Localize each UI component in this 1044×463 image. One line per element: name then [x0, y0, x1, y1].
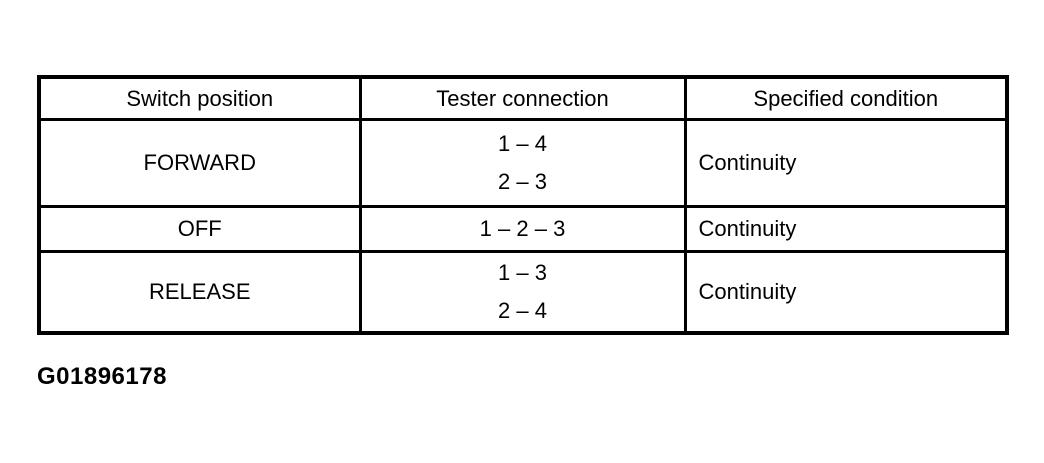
cell-tester-connection: 1 – 4 2 – 3	[358, 118, 687, 208]
header-tester-connection: Tester connection	[358, 75, 687, 121]
table-row-forward: FORWARD 1 – 4 2 – 3 Continuity	[37, 118, 1009, 208]
figure-id-label: G01896178	[37, 363, 167, 390]
cell-specified-condition: Continuity	[683, 118, 1009, 208]
cell-switch-position: RELEASE	[37, 250, 362, 335]
cell-switch-position: OFF	[37, 205, 362, 253]
cell-tester-connection: 1 – 3 2 – 4	[358, 250, 687, 335]
header-specified-condition: Specified condition	[683, 75, 1009, 121]
cell-specified-condition: Continuity	[683, 250, 1009, 335]
connection-line: 1 – 4	[498, 131, 547, 156]
switch-continuity-table: Switch position Tester connection Specif…	[37, 75, 1009, 335]
table-row-release: RELEASE 1 – 3 2 – 4 Continuity	[37, 250, 1009, 335]
header-switch-position: Switch position	[37, 75, 362, 121]
connection-line: 2 – 4	[498, 298, 547, 323]
connection-line: 2 – 3	[498, 169, 547, 194]
connection-line: 1 – 3	[498, 260, 547, 285]
table-header-row: Switch position Tester connection Specif…	[37, 75, 1009, 121]
cell-specified-condition: Continuity	[683, 205, 1009, 253]
cell-switch-position: FORWARD	[37, 118, 362, 208]
cell-tester-connection: 1 – 2 – 3	[358, 205, 687, 253]
connection-line: 1 – 2 – 3	[479, 216, 566, 241]
table-row-off: OFF 1 – 2 – 3 Continuity	[37, 205, 1009, 253]
